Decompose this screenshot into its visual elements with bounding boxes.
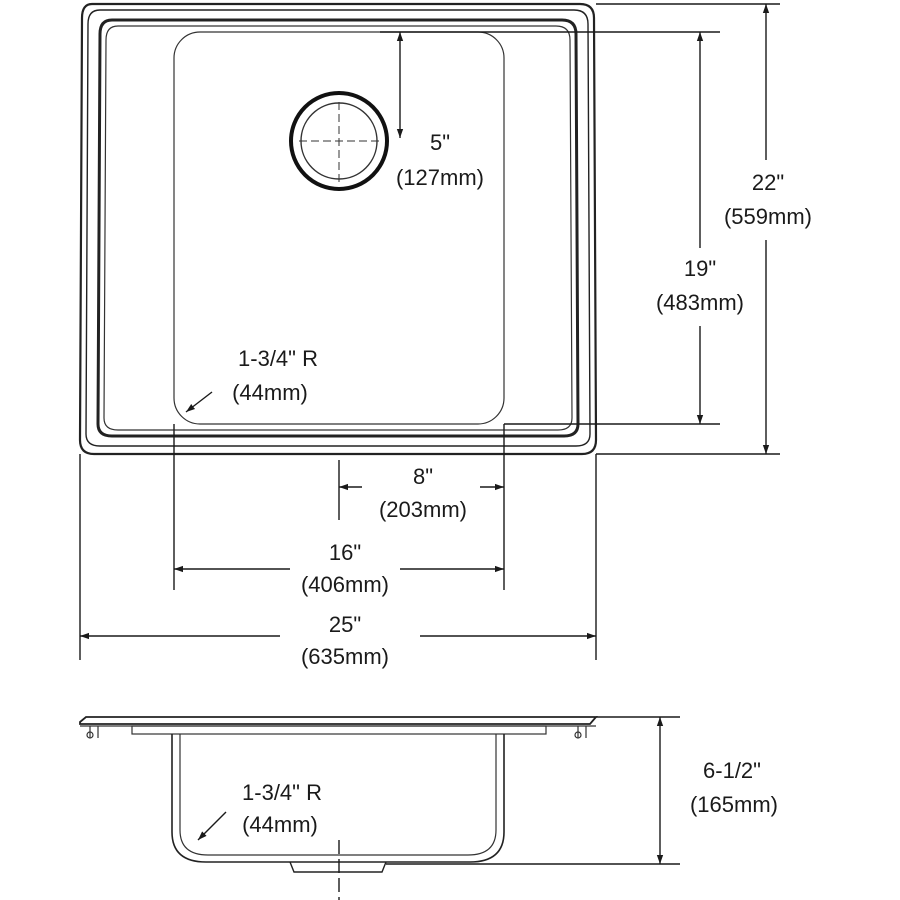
dim-label-bowl-depth: 19"	[684, 256, 716, 281]
dim-label-bowl-height: 6-1/2"	[703, 758, 761, 783]
dim-label-drain-offset: 5"	[430, 130, 450, 155]
dim-label-corner-radius-metric: (44mm)	[232, 380, 308, 405]
side-view: 6-1/2" (165mm) 1-3/4" R (44mm)	[79, 716, 778, 900]
dim-label-overall-depth: 22"	[752, 170, 784, 195]
dim-leader-corner-radius	[185, 391, 213, 413]
dim-label-corner-radius: 1-3/4" R	[238, 346, 318, 371]
sink-bowl-bottom	[173, 31, 505, 425]
dim-label-side-corner-radius: 1-3/4" R	[242, 780, 322, 805]
dim-label-overall-depth-metric: (559mm)	[724, 204, 812, 229]
dim-label-overall-width: 25"	[329, 612, 361, 637]
dim-label-bowl-width-metric: (406mm)	[301, 572, 389, 597]
dim-label-bowl-depth-metric: (483mm)	[656, 290, 744, 315]
drain-outer-ring	[289, 91, 389, 191]
dim-label-drain-center: 8"	[413, 464, 433, 489]
dim-label-overall-width-metric: (635mm)	[301, 644, 389, 669]
sink-flange-profile	[79, 716, 598, 725]
dim-label-side-corner-radius-metric: (44mm)	[242, 812, 318, 837]
sink-rim-inner-line	[85, 9, 591, 447]
dim-label-bowl-width: 16"	[329, 540, 361, 565]
dim-label-bowl-height-metric: (165mm)	[690, 792, 778, 817]
drain-outlet-profile	[289, 861, 387, 873]
top-view: 5" (127mm) 22" (559mm) 19" (483mm) 1-3/4…	[78, 2, 812, 669]
dim-label-drain-center-metric: (203mm)	[379, 497, 467, 522]
sink-outer-rim	[78, 2, 598, 456]
dim-leader-side-corner-radius	[197, 811, 227, 841]
dim-label-drain-offset-metric: (127mm)	[396, 165, 484, 190]
sink-bowl-profile	[171, 734, 505, 863]
sink-bowl-ledge	[96, 18, 580, 438]
